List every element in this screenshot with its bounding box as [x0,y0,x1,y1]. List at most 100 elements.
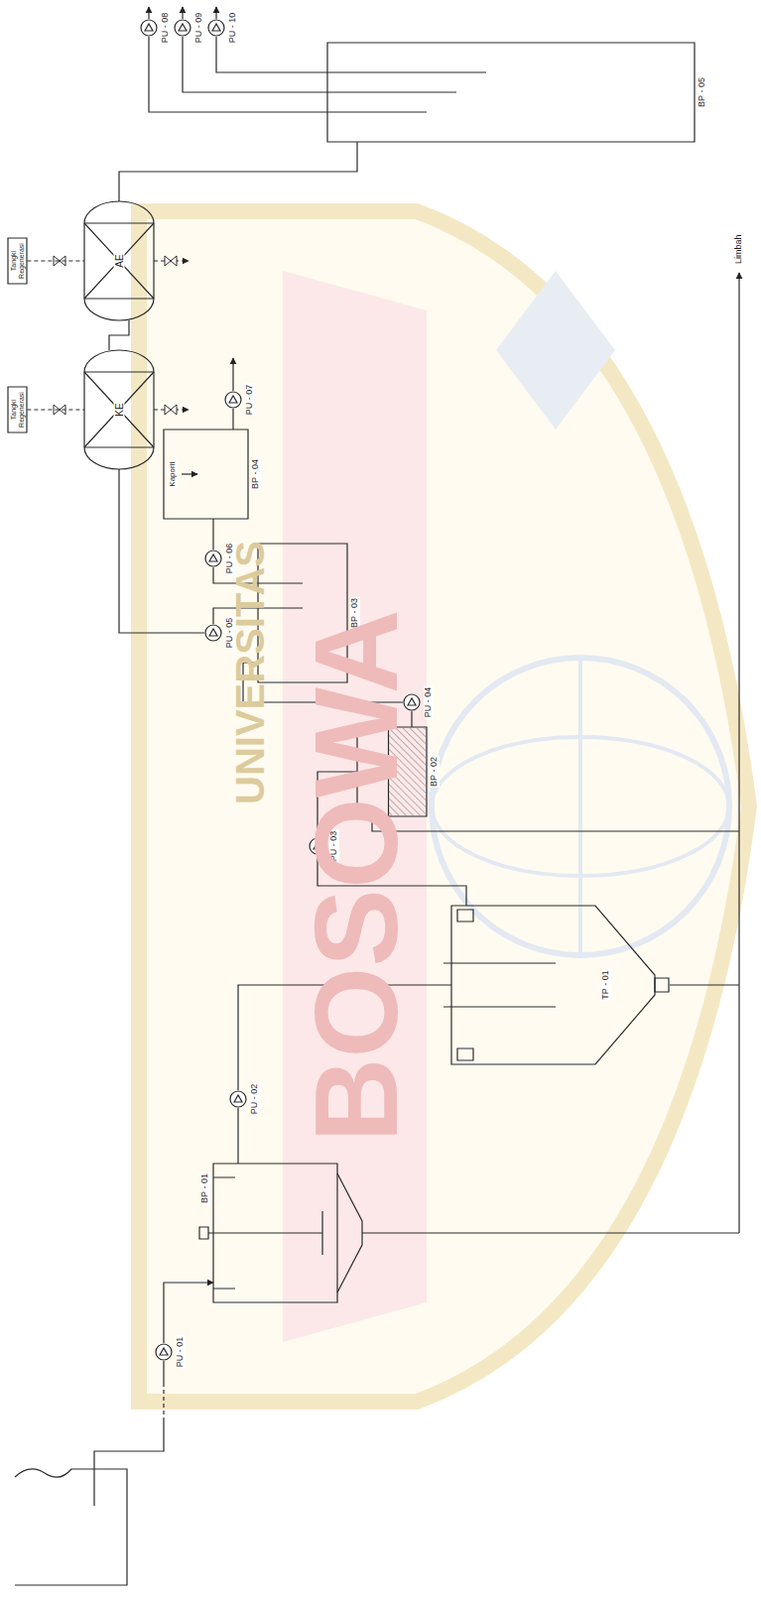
pipe-line [119,469,205,634]
valve-symbol [164,255,177,266]
settler-line [337,1173,363,1293]
stream-label: Limbah [734,233,745,265]
pump-casing [205,625,222,641]
vessel-line [84,223,154,299]
clarifier-line [443,963,556,1008]
pump-casing [155,1344,172,1361]
cation-exchanger: KE [84,350,154,470]
box-line [7,238,27,284]
pump-line [229,395,238,403]
clarifier-line [451,905,655,1065]
vessel-shell [84,350,154,470]
pump-symbol: PU - 08 [139,18,158,37]
chemical-feed-label: Kaporit [168,460,178,488]
equipment-tag: TP - 01 [601,969,612,1001]
watermark-text: BOSOWA [292,608,422,1144]
watermark-globe [431,657,730,956]
pump-symbol: PU - 07 [224,390,243,409]
watermark-cap [496,270,616,430]
watermark-globe-equator [578,657,583,956]
pump-outline [207,18,226,37]
backwash-drain [372,816,740,832]
pump-tag: PU - 01 [175,1336,186,1370]
pump-line [234,1095,243,1103]
pump-outline [224,390,243,409]
pump-line [209,554,218,562]
clarifier-tank: TP - 01 [451,905,670,1065]
watermark-banner [282,270,427,1343]
pump-line [159,1348,168,1356]
settler-line [213,1177,236,1289]
sludge-drain [362,1232,740,1234]
tank-name: Tangki Regenerasi [7,238,27,284]
tank-outline [327,42,695,142]
pump-outline [139,18,158,37]
regeneration-line [26,259,85,261]
intake-pipe [94,1421,164,1507]
outlet-arrow [147,6,149,19]
pipe-line [148,36,328,113]
equipment-tag: AE [114,253,126,268]
pump-symbol: PU - 09 [173,18,192,37]
intake-pipe-break [162,1387,164,1422]
vessel-line [84,223,154,299]
valve-symbol [164,404,177,415]
pump-outline [173,18,192,37]
vessel-line [84,372,154,448]
outlet-arrow [215,6,217,19]
pump-line [178,23,187,31]
outlet-arrow [232,358,234,391]
anion-exchanger: AE [84,201,154,321]
pump-tag: PU - 02 [250,1083,260,1117]
regeneration-line [26,408,85,410]
dosing-arrow [181,473,198,475]
pump-tag: PU - 10 [228,11,239,45]
equipment-tag: BP - 02 [429,756,440,788]
pipe-line [163,1282,214,1344]
pump-line [209,629,218,636]
outlet-arrow [181,6,183,19]
river-basin [14,1469,127,1586]
settler-line [208,1211,323,1256]
pump-symbol: PU - 02 [229,1090,248,1109]
equipment-tag: BP - 01 [200,1172,211,1205]
pipe-line [212,518,214,550]
pump-symbol: PU - 05 [204,624,223,642]
pump-casing [205,550,222,567]
suction-dip [327,111,427,113]
suction-dip [327,71,487,73]
pump-outline [229,1090,248,1109]
pump-symbol: PU - 01 [154,1343,173,1362]
clarifier-line [654,978,669,993]
settler-line [199,1227,209,1240]
tank-name: Tangki Regenerasi [7,386,27,433]
settler-outline [213,1163,363,1303]
pump-symbol: PU - 10 [207,18,226,37]
pump-casing [230,1091,247,1108]
pipe-line [182,36,328,93]
tank-line [163,429,249,519]
regeneration-tank: Tangki Regenerasi [7,238,27,284]
equipment-tag: BP - 04 [251,458,261,491]
demin-water-basin: BP - 05 [327,42,695,142]
vessel-line [84,372,154,448]
equipment-tag: KE [114,401,126,417]
regeneration-tank: Tangki Regenerasi [7,386,27,433]
watermark-logo [138,211,750,1402]
pump-tag: PU - 09 [194,11,205,45]
pump-casing [174,19,191,36]
pipe-line [119,141,358,202]
equipment-tag: BP - 05 [697,76,708,109]
vessel-shell [84,201,154,321]
waste-header [738,272,740,1234]
clarifier-outline [451,905,670,1065]
pump-outline [204,549,223,568]
pump-line [212,23,221,31]
pump-tag: PU - 07 [245,383,255,417]
pump-tag: PU - 04 [423,686,434,720]
intake-pipe [162,1361,164,1388]
suction-dip [327,91,457,93]
pump-outline [154,1343,173,1362]
watermark-shield [138,211,750,1402]
